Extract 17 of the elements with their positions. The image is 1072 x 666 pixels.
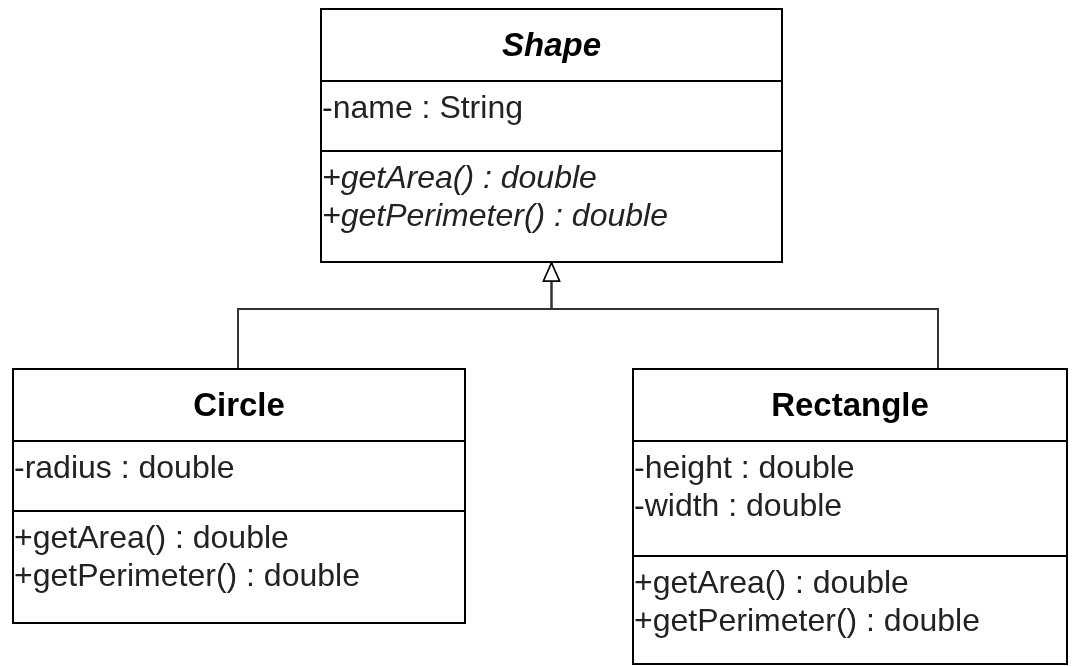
class-box [320,8,783,263]
method-text: +getArea() : double [322,158,597,196]
attribute-text: -width : double [634,486,843,524]
class-box [12,368,466,624]
class-name: Circle [193,386,285,424]
attribute-text: -radius : double [14,448,235,486]
attribute-text: -name : String [322,88,523,126]
inheritance-arrow [542,262,939,369]
class-name: Shape [501,26,601,64]
method-text: +getArea() : double [14,518,289,556]
class-name: Rectangle [771,386,929,424]
method-text: +getPerimeter() : double [14,556,360,594]
method-text: +getArea() : double [634,563,909,601]
class-box [632,368,1068,665]
attribute-text: -height : double [634,448,855,486]
method-text: +getPerimeter() : double [634,601,980,639]
method-text: +getPerimeter() : double [322,196,668,234]
